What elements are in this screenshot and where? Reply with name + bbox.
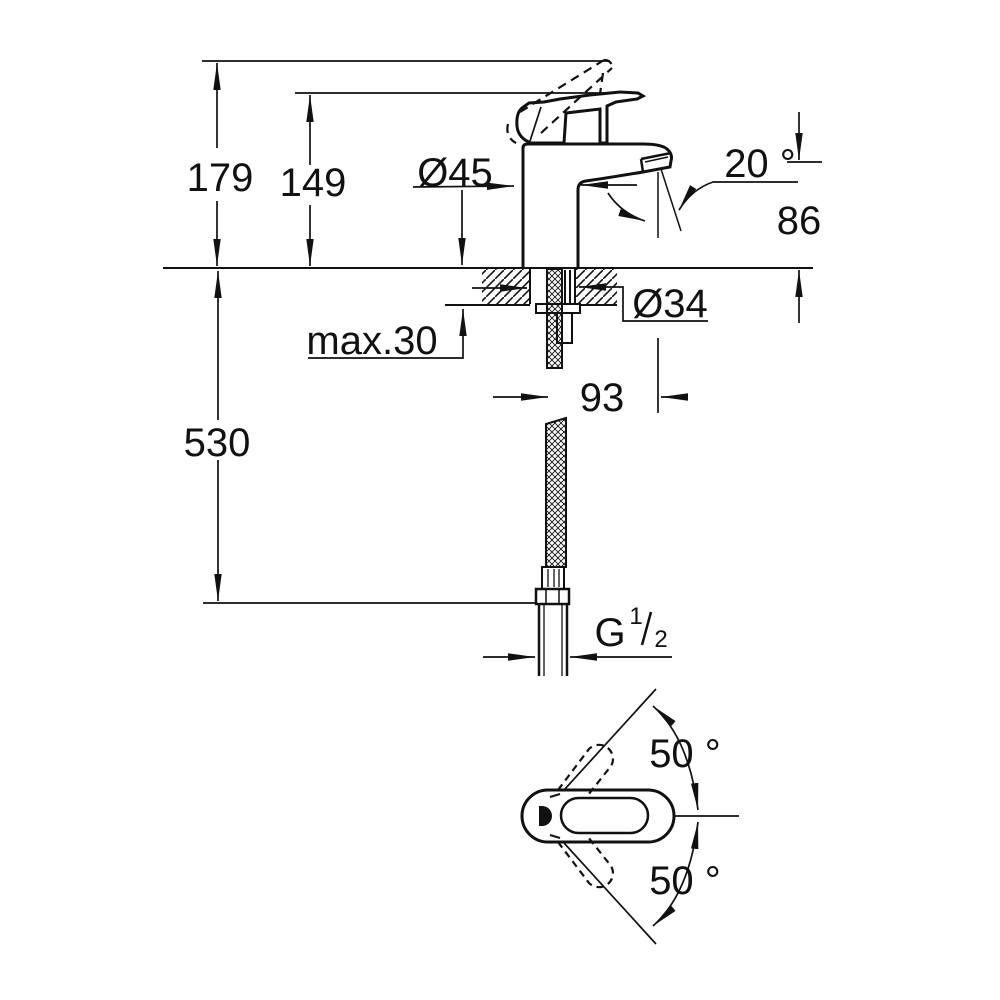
- fraction-slash: [640, 611, 653, 646]
- faucet-side-view: [506, 58, 673, 267]
- connection-tube: [537, 604, 569, 676]
- label-stream-angle: 20 °: [724, 142, 796, 186]
- label-hole-diameter: Ø34: [632, 282, 708, 326]
- handle-facet-line: [529, 106, 542, 142]
- handle-lever: [515, 90, 647, 145]
- braided-hose: [545, 416, 567, 568]
- label-overall-height: 179: [187, 156, 254, 200]
- label-body-diameter: Ø45: [417, 151, 493, 195]
- label-swing-angle-bottom: 50 °: [649, 859, 721, 903]
- aerator: [639, 151, 672, 173]
- dimension-lines: [202, 60, 822, 945]
- label-max-thickness: max.30: [306, 319, 437, 363]
- label-outlet-height: 86: [777, 199, 822, 243]
- label-hose-length: 530: [184, 421, 251, 465]
- top-view-pivot-dot: [539, 806, 552, 826]
- label-swing-angle-top: 50 °: [649, 732, 721, 776]
- label-thread-numerator: 1: [629, 603, 642, 630]
- label-spout-height: 149: [280, 161, 347, 205]
- faucet-top-view: [520, 743, 676, 889]
- stream-angle-line: [660, 168, 682, 232]
- hose-crimp: [541, 566, 565, 590]
- mounting-section: [163, 267, 813, 369]
- label-thread-letter: G: [594, 611, 625, 655]
- supply-hose: [534, 416, 571, 676]
- handle-swing-dashed: [557, 743, 615, 889]
- dimension-labels: 179 149 Ø45 20 ° 86 Ø34 max.30 93 530 G …: [184, 142, 822, 903]
- label-spout-reach: 93: [580, 376, 625, 420]
- top-view-body: [520, 788, 676, 844]
- top-view-lever-cutout: [559, 796, 650, 835]
- faucet-body-outline: [521, 142, 673, 267]
- label-thread-denominator: 2: [654, 626, 667, 653]
- hose-upper-section: [546, 268, 563, 369]
- handle-raised-dashed: [506, 58, 614, 144]
- hex-nut: [534, 587, 571, 606]
